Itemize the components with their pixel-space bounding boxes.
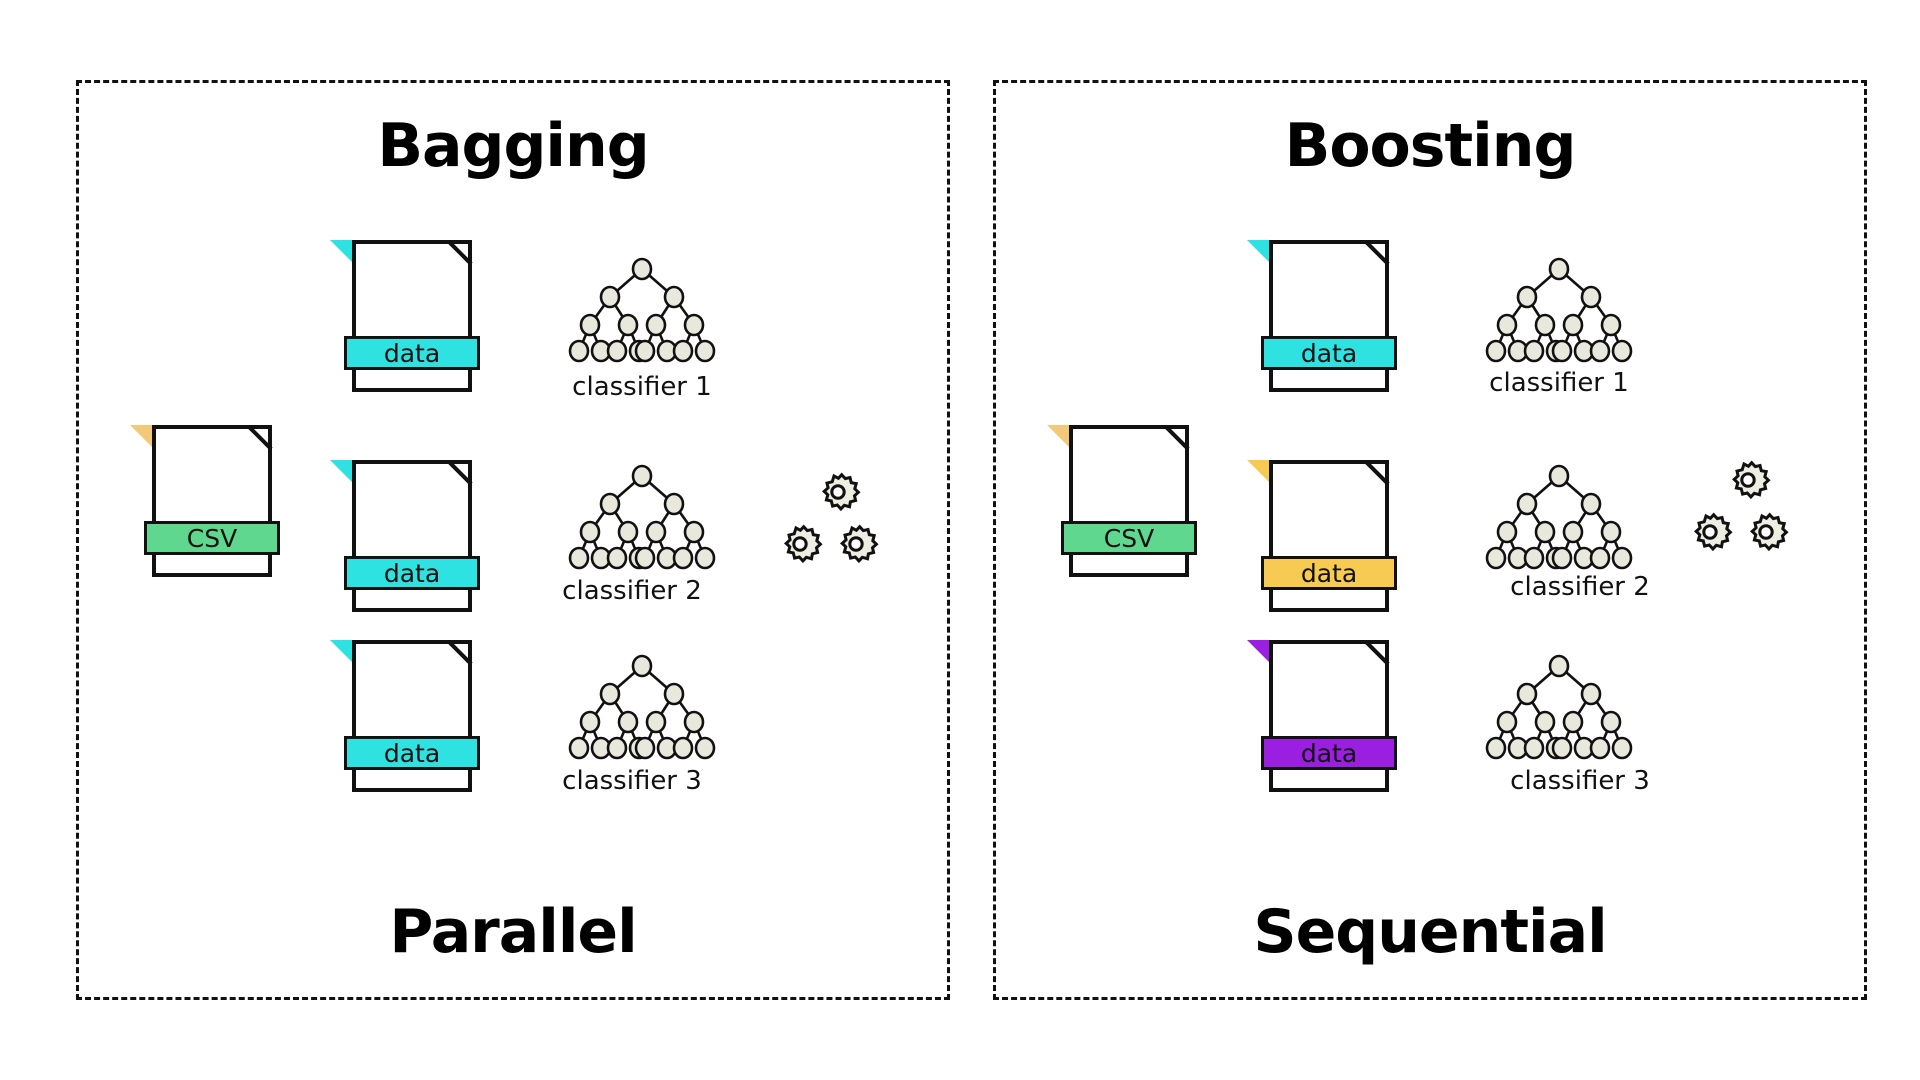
panel-bagging-title-bottom: Parallel [389, 897, 637, 967]
document-fold-corner [1247, 640, 1269, 662]
boosting-classifier-label-2: classifier 2 [1510, 572, 1650, 602]
data-label: data [383, 738, 441, 768]
boosting-classifier-label-1: classifier 1 [1489, 368, 1629, 398]
document-fold-corner [330, 460, 352, 482]
document-fold-corner [1247, 460, 1269, 482]
csv-band: CSV [1061, 521, 1197, 555]
document-fold-corner [1047, 425, 1069, 447]
gear-icon [1732, 460, 1771, 500]
csv-label: CSV [1103, 523, 1155, 553]
data-band: data [1261, 736, 1397, 770]
gear-icon [822, 472, 861, 512]
boosting-classifier-tree-2 [1479, 462, 1639, 572]
bagging-classifier-label-3: classifier 3 [562, 766, 702, 796]
document-fold-corner [1247, 240, 1269, 262]
panel-boosting-title-top: Boosting [1284, 111, 1577, 181]
gear-icon [1694, 512, 1733, 552]
boosting-classifier-tree-1 [1479, 255, 1639, 365]
csv-label: CSV [186, 523, 238, 553]
data-band: data [1261, 556, 1397, 590]
bagging-classifier-label-1: classifier 1 [572, 372, 712, 402]
bagging-classifier-tree-1 [562, 255, 722, 365]
bagging-classifier-label-2: classifier 2 [562, 576, 702, 606]
boosting-classifier-tree-3 [1479, 652, 1639, 762]
data-band: data [344, 336, 480, 370]
data-band: data [1261, 336, 1397, 370]
data-label: data [1300, 738, 1358, 768]
panel-bagging-title-top: Bagging [377, 111, 649, 181]
panel-boosting-title-bottom: Sequential [1253, 897, 1607, 967]
data-band: data [344, 736, 480, 770]
document-fold-corner [130, 425, 152, 447]
data-label: data [383, 338, 441, 368]
gear-icon [1750, 512, 1789, 552]
gear-icon [784, 524, 823, 564]
bagging-classifier-tree-3 [562, 652, 722, 762]
csv-band: CSV [144, 521, 280, 555]
document-fold-corner [330, 640, 352, 662]
gear-icon [840, 524, 879, 564]
boosting-classifier-label-3: classifier 3 [1510, 766, 1650, 796]
data-label: data [383, 558, 441, 588]
data-band: data [344, 556, 480, 590]
document-fold-corner [330, 240, 352, 262]
data-label: data [1300, 338, 1358, 368]
bagging-classifier-tree-2 [562, 462, 722, 572]
bagging-ensemble-gears [778, 470, 898, 580]
boosting-ensemble-gears [1688, 458, 1808, 568]
data-label: data [1300, 558, 1358, 588]
